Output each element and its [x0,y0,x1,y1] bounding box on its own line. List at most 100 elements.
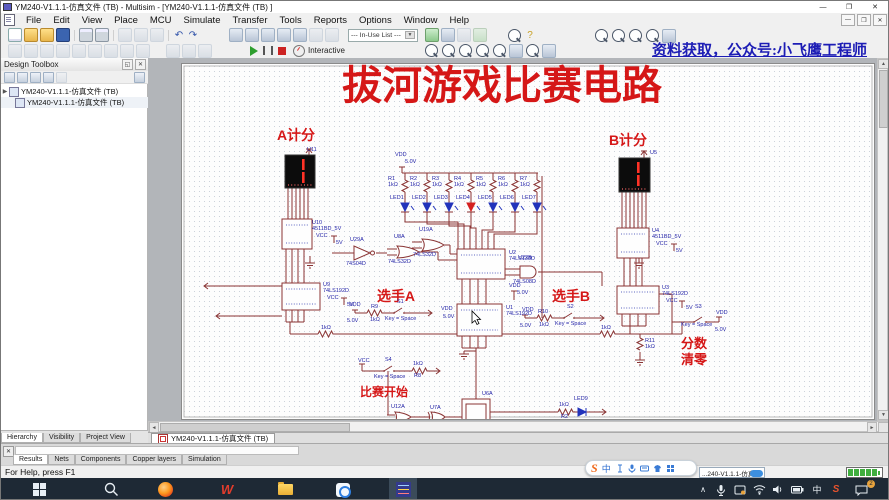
place-cmos-icon[interactable] [104,43,118,58]
document-icon[interactable] [4,14,15,26]
gate-U19A[interactable] [421,238,445,252]
place-diode-icon[interactable] [40,43,54,58]
menu-mcu[interactable]: MCU [149,14,172,26]
component-wizard-icon[interactable] [425,28,439,42]
led3[interactable] [444,202,454,213]
toolbox-tab-project-view[interactable]: Project View [80,433,131,443]
zoom-magnify-icon[interactable] [492,44,506,57]
zoom-out-2-icon[interactable] [441,44,455,57]
analyses-icon[interactable] [293,28,307,42]
find-icon[interactable] [508,28,521,42]
panel-close-icon[interactable]: ✕ [135,59,146,70]
print-icon[interactable] [79,28,93,42]
menu-options[interactable]: Options [358,14,392,26]
print-preview-icon[interactable] [95,28,109,42]
led7[interactable] [532,202,542,213]
pause-simulation-button[interactable] [263,46,273,56]
chip-U4[interactable] [616,227,650,259]
menu-help[interactable]: Help [449,14,470,26]
file-explorer-button[interactable] [271,478,299,499]
spreadsheet-close-icon[interactable]: ✕ [3,446,14,457]
help-icon[interactable]: ? [527,29,533,41]
breadboard-view-icon[interactable] [261,28,275,42]
spreadsheet-tab-simulation[interactable]: Simulation [182,455,227,465]
led2[interactable] [422,202,432,213]
zoom-full-icon[interactable] [541,43,556,58]
start-button[interactable] [25,478,53,499]
run-simulation-button[interactable] [249,45,259,56]
cut-icon[interactable] [118,28,132,42]
place-basic-icon[interactable] [24,43,38,58]
wire-icon[interactable] [166,43,180,58]
toolbox-tab-hierarchy[interactable]: Hierarchy [1,433,43,443]
vertical-scrollbar[interactable]: ▲ ▼ [877,58,888,421]
junction-icon[interactable] [198,43,212,58]
led6[interactable] [510,202,520,213]
place-indicator-icon[interactable] [136,43,150,58]
led1[interactable] [400,202,410,213]
close-button[interactable]: ✕ [872,4,878,11]
led4-lit[interactable] [466,202,476,213]
chip-U10[interactable] [281,218,313,250]
mdi-minimize-button[interactable]: — [841,14,855,26]
horizontal-scroll-thumb[interactable] [160,423,350,432]
menu-view[interactable]: View [81,14,103,26]
ime-toolbar[interactable]: S 中 [585,460,697,476]
tray-microphone-icon[interactable] [713,478,729,499]
postprocessor-icon[interactable] [309,28,323,42]
led5[interactable] [488,202,498,213]
zoom-fit-icon[interactable] [646,29,659,42]
chip-U2[interactable] [456,248,506,280]
panel-dock-icon[interactable]: ◱ [122,59,133,70]
menu-transfer[interactable]: Transfer [232,14,268,26]
tray-battery-icon[interactable] [789,478,805,499]
tray-sogou-icon[interactable]: S [832,484,840,495]
search-button[interactable] [97,478,125,499]
symbol-editor-icon[interactable] [457,28,471,42]
mdi-close-button[interactable]: ✕ [873,14,887,26]
database-manager-icon[interactable] [441,28,455,42]
wps-button[interactable]: W [213,478,241,499]
bus-icon[interactable] [182,43,196,58]
voice-input-icon[interactable] [628,464,636,473]
sogou-logo-icon[interactable]: S [591,460,598,475]
print-design-icon[interactable] [56,71,67,83]
skin-icon[interactable] [653,464,662,473]
undo-icon[interactable]: ↶ [174,29,184,41]
chip-U3[interactable] [616,285,660,315]
vertical-scroll-thumb[interactable] [879,70,888,128]
capture-icon[interactable] [473,28,487,42]
spreadsheet-tab-components[interactable]: Components [74,455,127,465]
tree-item-sheet[interactable]: YM240-V1.1.1-仿真文件 (TB) [1,97,162,108]
toggle-border-icon[interactable] [245,28,259,42]
gate-U8A[interactable] [396,245,420,259]
chip-U1[interactable] [456,303,503,337]
toolbox-grid-icon[interactable] [666,464,675,473]
fullscreen-icon[interactable] [662,29,676,43]
menu-simulate[interactable]: Simulate [183,14,221,26]
keyboard-icon[interactable] [639,464,649,473]
menu-file[interactable]: File [26,14,42,26]
erc-icon[interactable] [325,28,339,42]
toolbox-tab-visibility[interactable]: Visibility [42,433,81,443]
maximize-button[interactable]: ❐ [845,4,853,11]
menu-place[interactable]: Place [114,14,138,26]
zoom-in-2-icon[interactable] [424,44,438,57]
multisim-taskbar-button[interactable] [389,478,417,499]
stop-simulation-button[interactable] [277,46,287,56]
document-tab[interactable]: YM240-V1.1.1-仿真文件 (TB) [151,433,276,444]
open-design-icon[interactable] [17,71,28,83]
place-analog-icon[interactable] [72,43,86,58]
ime-language-icon[interactable]: 中 [601,463,611,474]
spreadsheet-tab-nets[interactable]: Nets [48,455,75,465]
scroll-down-icon[interactable]: ▼ [878,410,888,420]
scroll-up-icon[interactable]: ▲ [878,59,888,69]
menu-reports[interactable]: Reports [313,14,347,26]
place-source-icon[interactable] [8,43,22,58]
save-icon[interactable] [56,28,70,42]
new-file-icon[interactable] [8,28,22,42]
grapher-icon[interactable] [277,28,291,42]
paste-icon[interactable] [150,28,164,42]
save-design-icon[interactable] [30,71,41,83]
